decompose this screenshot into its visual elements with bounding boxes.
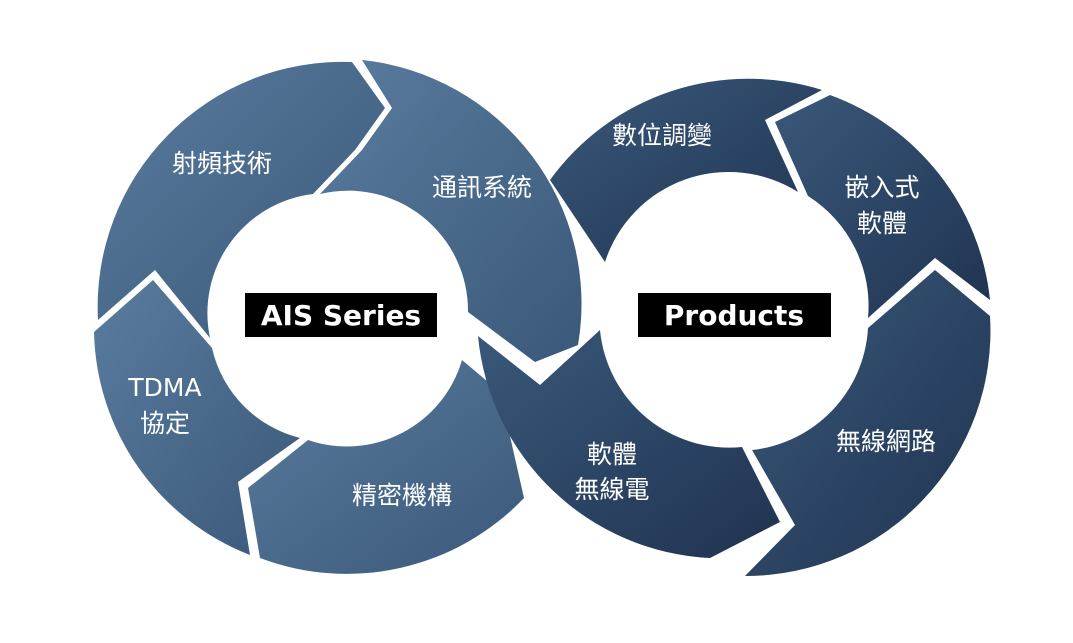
right-segment-label-embedded-2: 軟體	[857, 209, 907, 238]
left-segment-label-tdma-2: 協定	[140, 409, 190, 438]
right-segment-label-sdr-2: 無線電	[574, 475, 649, 504]
left-segment-tdma	[94, 280, 300, 555]
right-segment-embedded	[775, 95, 990, 318]
right-ring: Products 數位調變 嵌入式 軟體 軟體 無線電 無線網路	[478, 78, 991, 577]
left-segment-label-rf: 射頻技術	[172, 149, 272, 178]
right-segment-modulation	[550, 78, 822, 262]
left-ring: AIS Series 射頻技術 通訊系統 TDMA 協定 精密機構	[94, 60, 582, 574]
right-segment-network	[745, 270, 991, 577]
left-center-label-box	[245, 293, 437, 337]
left-segment-mechanism	[248, 360, 524, 574]
right-segment-label-modulation: 數位調變	[612, 121, 712, 150]
right-center-label: Products	[664, 299, 804, 332]
left-segment-label-comm: 通訊系統	[432, 173, 532, 202]
left-segment-label-mechanism: 精密機構	[352, 481, 452, 510]
right-segment-label-network: 無線網路	[836, 427, 936, 456]
right-segment-label-sdr-1: 軟體	[587, 440, 637, 469]
right-segment-label-embedded-1: 嵌入式	[844, 173, 919, 202]
right-center-label-box	[638, 293, 831, 337]
left-segment-label-tdma-1: TDMA	[127, 373, 201, 402]
left-center-label: AIS Series	[261, 299, 421, 332]
left-segment-comm	[320, 60, 582, 362]
left-segment-rf	[97, 61, 386, 339]
right-segment-sdr	[478, 330, 780, 558]
